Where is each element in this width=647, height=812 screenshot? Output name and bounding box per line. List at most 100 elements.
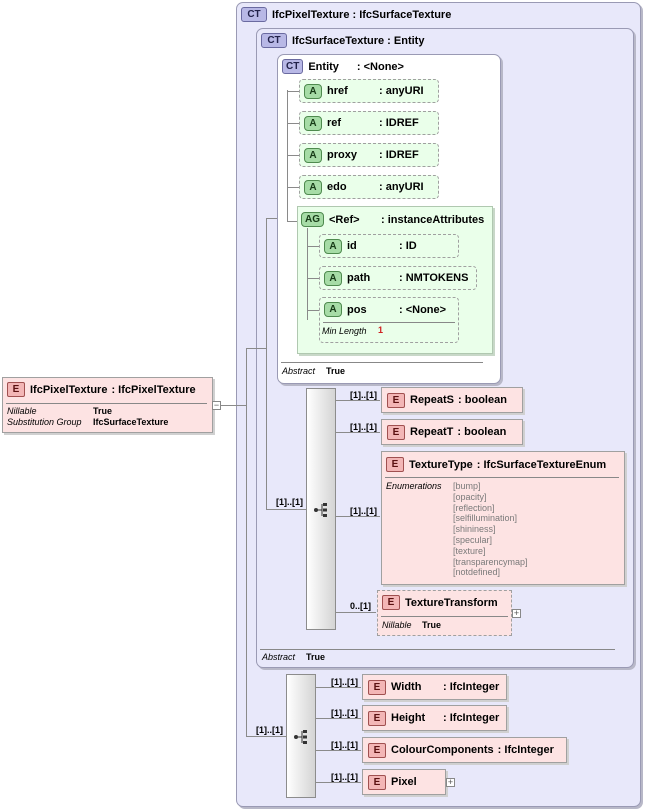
element-name: Pixel bbox=[391, 776, 417, 788]
connector bbox=[266, 509, 306, 510]
root-element[interactable]: E IfcPixelTexture : IfcPixelTexture Nill… bbox=[2, 377, 213, 433]
attribute-name: href bbox=[327, 85, 348, 97]
element-name: Width bbox=[391, 681, 422, 693]
attribute-icon: A bbox=[304, 147, 322, 163]
entity-abstract-label: Abstract bbox=[282, 366, 316, 376]
enum-value: [transparencymap] bbox=[453, 557, 528, 567]
substitution-group-label: Substitution Group bbox=[7, 417, 82, 427]
element-texture-type[interactable]: E TextureType : IfcSurfaceTextureEnum En… bbox=[381, 451, 625, 585]
entity-type: : <None> bbox=[356, 60, 404, 73]
element-cardinality: [1]..[1] bbox=[331, 708, 358, 718]
element-icon: E bbox=[387, 392, 405, 408]
connector bbox=[287, 187, 299, 188]
element-cardinality: [1]..[1] bbox=[350, 506, 377, 516]
connector bbox=[256, 348, 266, 349]
outer-title: IfcPixelTexture : IfcSurfaceTexture bbox=[272, 8, 452, 21]
connector bbox=[221, 405, 236, 406]
element-icon: E bbox=[368, 742, 386, 758]
attribute-edo[interactable]: A edo : anyURI bbox=[299, 175, 439, 199]
attribute-group-type: : instanceAttributes bbox=[381, 213, 485, 226]
element-name: RepeatT bbox=[410, 426, 454, 438]
element-name: TextureTransform bbox=[405, 596, 498, 609]
element-colour-components[interactable]: E ColourComponents : IfcInteger bbox=[362, 737, 567, 763]
attribute-id[interactable]: A id : ID bbox=[319, 234, 459, 258]
element-icon: E bbox=[368, 679, 386, 695]
collapse-connector-icon[interactable]: − bbox=[212, 400, 221, 410]
connector bbox=[287, 91, 299, 92]
connector bbox=[307, 278, 319, 279]
element-cardinality: [1]..[1] bbox=[350, 390, 377, 400]
element-type: : boolean bbox=[458, 394, 507, 406]
entity-attr-connector bbox=[287, 90, 288, 222]
element-cardinality: [1]..[1] bbox=[331, 677, 358, 687]
connector bbox=[307, 310, 319, 311]
attribute-ref[interactable]: A ref : IDREF bbox=[299, 111, 439, 135]
entity-divider bbox=[281, 362, 483, 363]
attribute-proxy[interactable]: A proxy : IDREF bbox=[299, 143, 439, 167]
connector bbox=[246, 736, 286, 737]
complex-type-icon: CT bbox=[241, 7, 267, 22]
element-repeat-s[interactable]: E RepeatS : boolean bbox=[381, 387, 523, 413]
element-height[interactable]: E Height : IfcInteger bbox=[362, 705, 507, 731]
attribute-href[interactable]: A href : anyURI bbox=[299, 79, 439, 103]
plus-icon[interactable]: + bbox=[512, 608, 521, 618]
enum-value: [opacity] bbox=[453, 492, 487, 502]
sequence-compositor[interactable] bbox=[286, 674, 316, 798]
connector bbox=[246, 348, 247, 736]
attribute-type: : IDREF bbox=[379, 149, 419, 161]
surface-abstract-label: Abstract bbox=[262, 652, 296, 662]
connector bbox=[307, 246, 319, 247]
element-width[interactable]: E Width : IfcInteger bbox=[362, 674, 507, 700]
connector bbox=[316, 750, 361, 751]
attribute-name: pos bbox=[347, 303, 367, 316]
element-name: TextureType bbox=[409, 458, 473, 471]
enum-value: [shininess] bbox=[453, 524, 496, 534]
entity-abstract-value: True bbox=[326, 366, 346, 376]
element-texture-transform[interactable]: E TextureTransform Nillable True bbox=[377, 590, 512, 636]
entity-title: Entity bbox=[308, 60, 339, 73]
connector bbox=[266, 218, 267, 510]
attribute-icon: A bbox=[324, 238, 342, 254]
attribute-name: edo bbox=[327, 181, 347, 193]
surface-header: CT IfcSurfaceTexture : Entity bbox=[261, 33, 424, 48]
attribute-type: : IDREF bbox=[379, 117, 419, 129]
complex-type-icon: CT bbox=[282, 59, 304, 74]
element-icon: E bbox=[386, 457, 404, 472]
connector bbox=[287, 155, 299, 156]
connector bbox=[287, 221, 299, 222]
surface-abstract-value: True bbox=[306, 652, 326, 662]
attribute-icon: A bbox=[304, 179, 322, 195]
min-length-value: 1 bbox=[378, 325, 384, 335]
attribute-type: : anyURI bbox=[379, 85, 424, 97]
enum-value: [reflection] bbox=[453, 503, 495, 513]
enum-value: [bump] bbox=[453, 481, 481, 491]
attribute-icon: A bbox=[304, 115, 322, 131]
element-pixel[interactable]: E Pixel bbox=[362, 769, 446, 795]
sequence-compositor[interactable] bbox=[306, 388, 336, 630]
connector bbox=[336, 516, 380, 517]
element-type: : IfcSurfaceTextureEnum bbox=[476, 458, 607, 471]
attribute-name: ref bbox=[327, 117, 342, 129]
plus-icon[interactable]: + bbox=[446, 777, 455, 787]
nillable-label: Nillable bbox=[382, 620, 412, 630]
enum-value: [texture] bbox=[453, 546, 486, 556]
connector bbox=[246, 348, 256, 349]
sequence-compositor-icon bbox=[294, 730, 307, 744]
connector bbox=[336, 612, 376, 613]
sequence-cardinality: [1]..[1] bbox=[276, 497, 303, 507]
surface-divider bbox=[260, 649, 615, 650]
root-name: IfcPixelTexture bbox=[30, 383, 108, 396]
attribute-type: : NMTOKENS bbox=[399, 272, 469, 284]
element-repeat-t[interactable]: E RepeatT : boolean bbox=[381, 419, 523, 445]
attribute-type: : <None> bbox=[399, 303, 447, 316]
enumerations-label: Enumerations bbox=[386, 481, 442, 491]
attribute-path[interactable]: A path : NMTOKENS bbox=[319, 266, 477, 290]
element-type: : boolean bbox=[457, 426, 507, 438]
element-cardinality: 0..[1] bbox=[350, 601, 372, 611]
attribute-pos[interactable]: A pos : <None> Min Length 1 bbox=[319, 297, 459, 343]
attribute-type: : ID bbox=[399, 240, 417, 252]
root-type: : IfcPixelTexture bbox=[111, 383, 196, 396]
surface-title: IfcSurfaceTexture : Entity bbox=[292, 34, 425, 47]
attribute-pos-divider bbox=[323, 322, 455, 323]
connector bbox=[236, 405, 246, 406]
